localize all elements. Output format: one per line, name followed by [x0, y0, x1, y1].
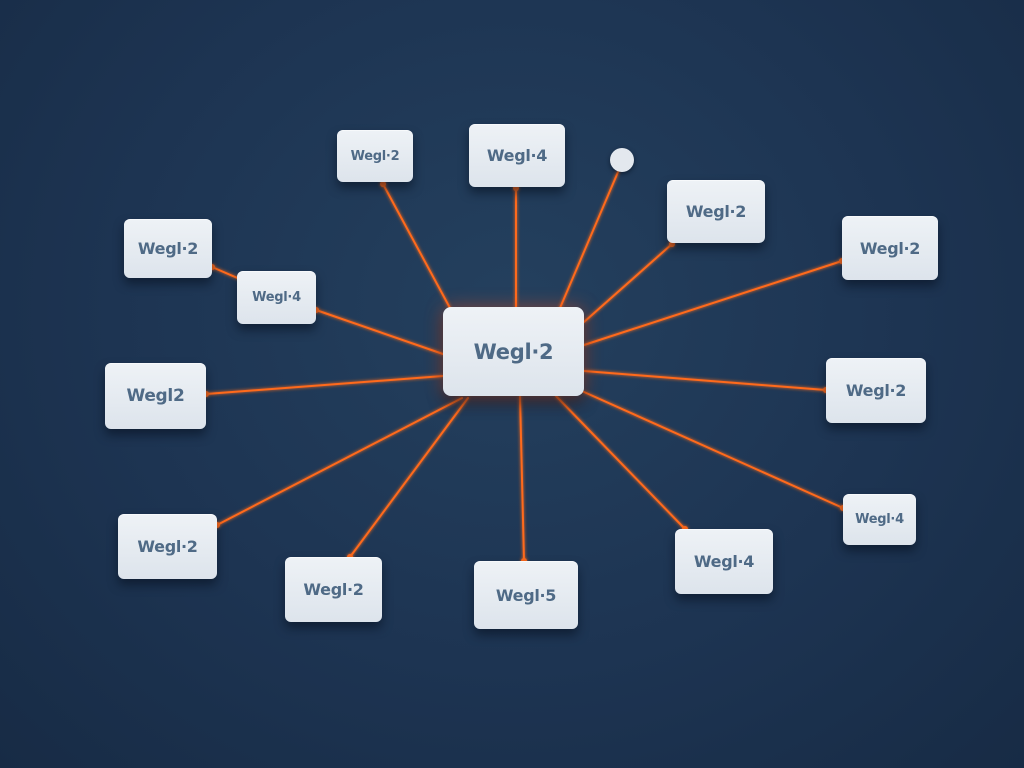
- node-label: Wegl·2: [137, 239, 199, 258]
- edge-to-left-inner: [315, 309, 444, 355]
- edge-to-bottom: [519, 395, 525, 562]
- node-wegl-2-bottom-left[interactable]: Wegl·2: [118, 514, 217, 579]
- node-wegl-2-bottom-center-left[interactable]: Wegl·2: [285, 557, 382, 622]
- edge-to-dot: [559, 164, 622, 309]
- node-label: Wegl·4: [486, 146, 548, 165]
- node-label: Wegl·2: [845, 381, 907, 400]
- node-wegl-2-far-right-top[interactable]: Wegl·2: [842, 216, 938, 280]
- edge-to-far-right-bottom: [583, 391, 844, 509]
- node-wegl-4-top[interactable]: Wegl·4: [469, 124, 565, 187]
- node-wegl-2-top-left[interactable]: Wegl·2: [337, 130, 413, 182]
- edge-to-right: [583, 370, 827, 391]
- node-wegl-4-left-inner[interactable]: Wegl·4: [237, 271, 316, 324]
- node-label: Wegl·2: [685, 202, 747, 221]
- edge-to-top-left: [382, 183, 451, 309]
- edge-to-far-right-top: [583, 260, 843, 346]
- node-label: Wegl·4: [855, 512, 904, 527]
- node-label: Wegl·5: [495, 585, 557, 605]
- node-wegl-4-far-right-bottom[interactable]: Wegl·4: [843, 494, 916, 545]
- node-wegl-2-left-top[interactable]: Wegl·2: [124, 219, 212, 278]
- node-label: Wegl·2: [303, 580, 364, 599]
- center-node[interactable]: Wegl·2: [443, 307, 584, 396]
- node-wegl-2-right[interactable]: Wegl·2: [826, 358, 926, 423]
- node-wegl-2-upper-right[interactable]: Wegl·2: [667, 180, 765, 243]
- node-label: Wegl·2: [859, 238, 921, 258]
- endpoint-dot: [610, 148, 634, 172]
- node-label: Wegl·2: [137, 537, 198, 556]
- node-label: Wegl2: [126, 386, 185, 406]
- node-label: Wegl·4: [693, 552, 755, 571]
- node-label: Wegl·2: [350, 148, 400, 164]
- node-label: Wegl·4: [252, 290, 301, 305]
- edge-to-top-left-endpoint: [380, 181, 386, 187]
- node-wegl-4-bottom-right[interactable]: Wegl·4: [675, 529, 773, 594]
- node-wegl2-left[interactable]: Wegl2: [105, 363, 206, 429]
- node-wegl-5-bottom[interactable]: Wegl·5: [474, 561, 578, 629]
- center-node-label: Wegl·2: [473, 339, 554, 364]
- edge-to-upper-right: [583, 243, 673, 323]
- edge-to-left: [205, 375, 444, 395]
- edge-to-bottom-left: [216, 397, 463, 526]
- edge-to-bottom-center-left: [349, 397, 469, 558]
- edge-to-bottom-right: [555, 395, 686, 530]
